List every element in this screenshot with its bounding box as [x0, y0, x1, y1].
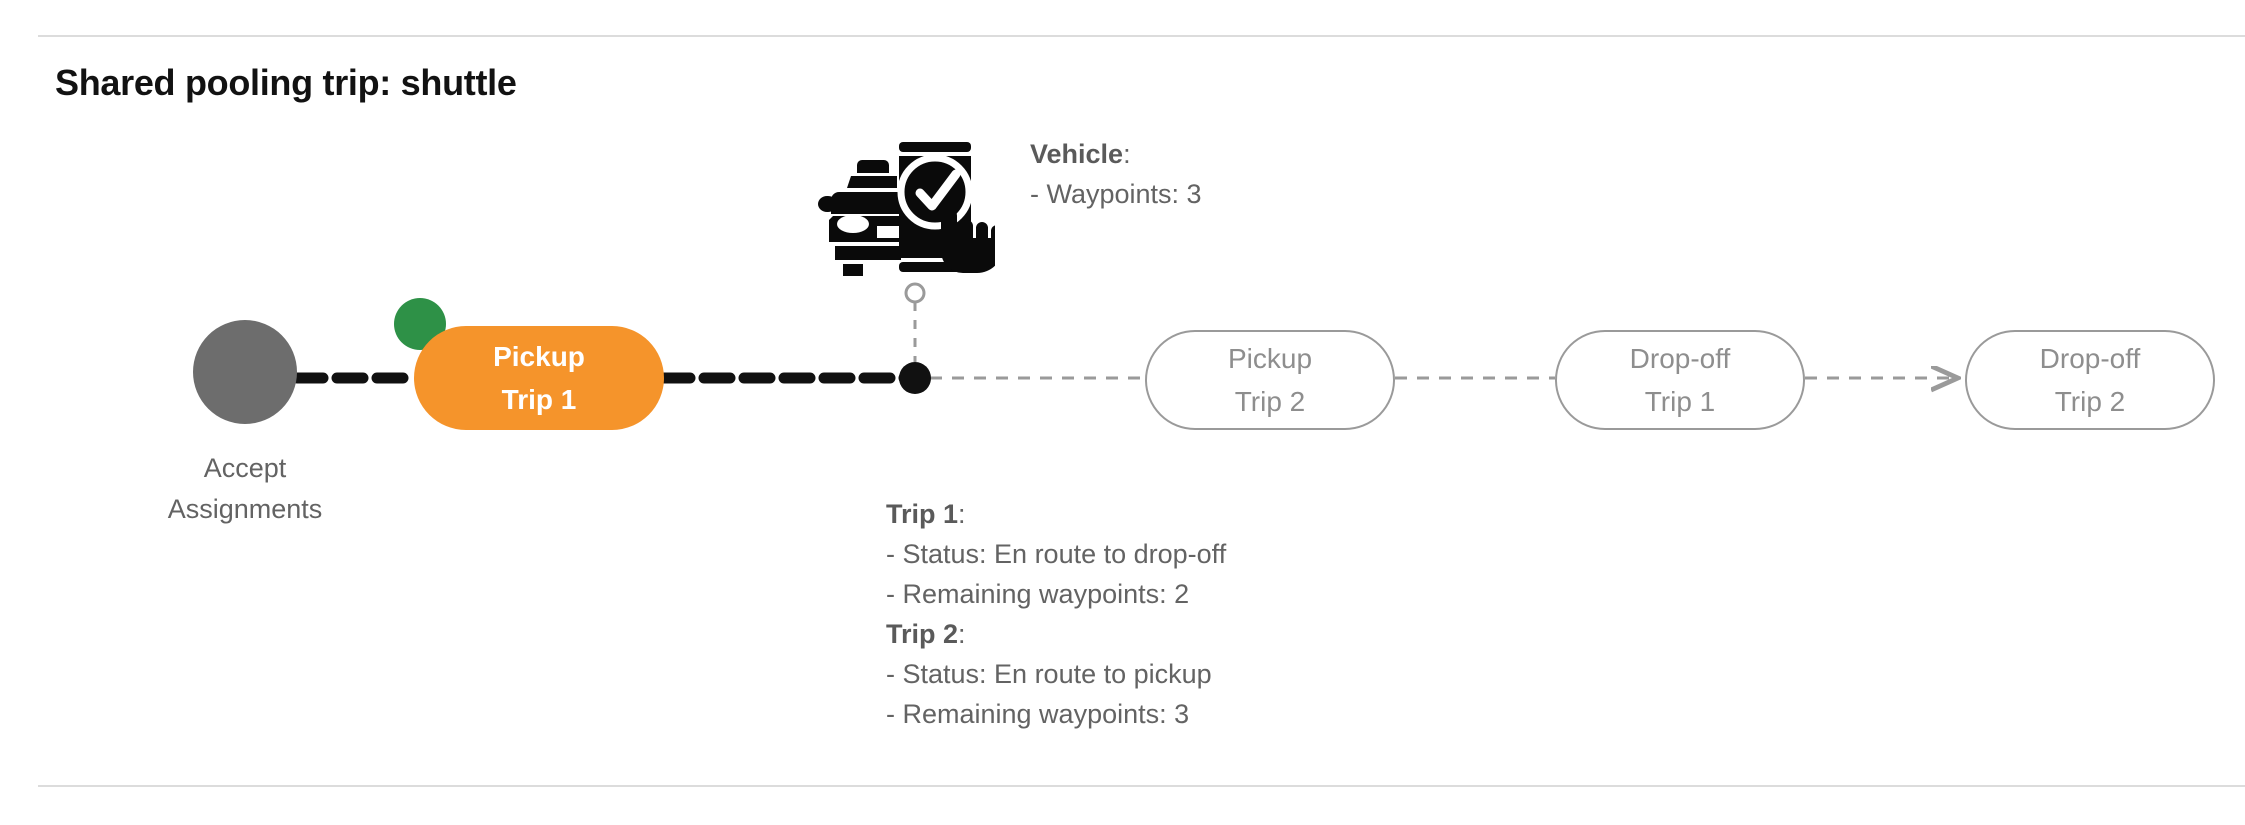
timeline-node-pickup-trip-2[interactable]: Pickup Trip 2: [1145, 330, 1395, 430]
timeline-node-dropoff-trip-1[interactable]: Drop-off Trip 1: [1555, 330, 1805, 430]
vehicle-heading-text: Vehicle: [1030, 139, 1124, 169]
pickup-trip-2-label-line2: Trip 2: [1234, 386, 1306, 417]
trip-1-status-line: - Status: En route to drop-off: [886, 539, 1227, 569]
trip-1-heading-colon: :: [958, 499, 966, 529]
dropoff-trip-2-label-line2: Trip 2: [2054, 386, 2126, 417]
current-position-dot-icon: [899, 362, 931, 394]
timeline-node-dropoff-trip-2[interactable]: Drop-off Trip 2: [1965, 330, 2215, 430]
trip-info-block: Trip 1: - Status: En route to drop-off -…: [886, 494, 1226, 734]
accept-label-line2: Assignments: [167, 494, 323, 524]
trip-1-waypoints-line: - Remaining waypoints: 2: [886, 579, 1190, 609]
top-divider: [38, 35, 2245, 37]
page-title: Shared pooling trip: shuttle: [55, 62, 517, 103]
trip-2-heading: Trip 2:: [886, 614, 1226, 654]
trip-2-waypoints-line: - Remaining waypoints: 3: [886, 699, 1190, 729]
trip-2-heading-text: Trip 2: [886, 619, 959, 649]
dropoff-trip-2-label-line1: Drop-off: [2039, 343, 2141, 374]
vehicle-heading-colon: :: [1123, 139, 1131, 169]
timeline-node-accept-assignments[interactable]: [193, 320, 297, 424]
timeline-node-pickup-trip-1[interactable]: Pickup Trip 1: [414, 326, 664, 430]
car-app-check-icon: [818, 142, 995, 276]
pickup-trip-2-label-line1: Pickup: [1227, 343, 1313, 374]
dropoff-trip-1-label-line1: Drop-off: [1629, 343, 1731, 374]
accept-label-line1: Accept: [203, 453, 287, 483]
trip-2-status-line: - Status: En route to pickup: [886, 659, 1212, 689]
accept-assignments-label: Accept Assignments: [100, 448, 390, 530]
trip-1-heading-text: Trip 1: [886, 499, 959, 529]
pickup-trip-1-label-line2: Trip 1: [501, 384, 577, 415]
trip-2-heading-colon: :: [958, 619, 966, 649]
vehicle-info-heading: Vehicle:: [1030, 134, 1202, 174]
dropoff-trip-1-label-line2: Trip 1: [1644, 386, 1716, 417]
bottom-divider: [38, 785, 2245, 787]
trip-1-heading: Trip 1:: [886, 494, 1226, 534]
vehicle-info-block: Vehicle: - Waypoints: 3: [1030, 134, 1202, 214]
vehicle-connector-circle-icon: [904, 282, 926, 304]
pickup-trip-1-label-line1: Pickup: [493, 341, 585, 372]
vehicle-waypoints-line: - Waypoints: 3: [1030, 179, 1202, 209]
